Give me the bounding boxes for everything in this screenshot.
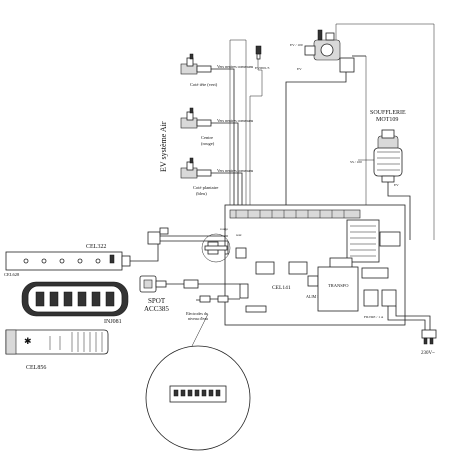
cel628-label: CEL628 — [4, 272, 20, 277]
wire-noir: noir — [236, 233, 242, 237]
blower-tag: SS / 100 — [350, 160, 362, 164]
cel856-label: CEL856 — [26, 365, 46, 371]
valve-bottom: Vers neutres communs Coté plantaire (ble… — [180, 157, 254, 196]
valve-middle-label-b: (rouge) — [201, 141, 215, 146]
cel141-label: CEL141 — [272, 285, 291, 291]
blower-motor-icon — [373, 129, 403, 183]
valve-bottom-text: Vers neutres communs — [217, 168, 254, 173]
alim-label: ALIM IN7 — [306, 294, 323, 299]
valve-top: Vers neutres communs Coté tête (vert) — [180, 53, 254, 87]
inj081-injector-panel — [21, 281, 129, 317]
electrodes-label-a: Electrodes de — [186, 311, 208, 316]
power-plug — [421, 329, 437, 345]
ev-pump: EV / 100 EV — [290, 29, 355, 73]
valve-middle-label-a: Centre — [201, 135, 213, 140]
spot-label-b: ACC385 — [144, 305, 169, 313]
blower-tag2: EV — [394, 183, 399, 187]
electrodes-label-b: niveau d'eau — [188, 316, 208, 321]
spot-light — [139, 275, 167, 293]
valve-top-text: Vers neutres communs — [217, 64, 254, 69]
cel322-label: CEL322 — [86, 244, 106, 250]
spot-label-a: SPOT — [148, 297, 166, 305]
small-valve-label: EV0001/3 — [255, 66, 270, 70]
blower-title: SOUFFLERIE — [370, 110, 406, 116]
valve-top-label: Coté tête (vert) — [190, 82, 218, 87]
valve-bottom-label-b: (bleu) — [196, 191, 207, 196]
valve-middle: Vers neutres communs Centre (rouge) — [180, 107, 254, 146]
water-level-electrodes — [196, 295, 240, 303]
snowflake-fan-icon: ✱ — [24, 336, 32, 346]
inj081-label: INJ081 — [104, 319, 122, 325]
cel856-panel: ✱ — [5, 329, 109, 355]
power-label: 230V~ — [421, 351, 435, 356]
ev-pump-tag: EV / 100 — [290, 43, 303, 47]
valve-middle-text: Vers neutres communs — [217, 118, 254, 123]
header-label: FILTRE / 1 A — [364, 315, 384, 319]
blower-code: MOT109 — [376, 117, 398, 123]
ev-pump-tag2: EV — [297, 67, 302, 71]
valve-bottom-label-a: Coté plantaire — [193, 185, 218, 190]
small-valve: EV0001/3 — [255, 45, 270, 70]
cel322-keypad — [5, 251, 131, 271]
wire-rouge: rouge — [220, 227, 228, 231]
transformer: TRANSFO — [317, 266, 359, 312]
dip-switch-zoom — [145, 345, 251, 451]
main-board: FILTRE / 1 A ALIM IN7 — [224, 204, 406, 326]
ev-system-title: EV système Air — [159, 121, 168, 172]
transfo-label: TRANSFO — [328, 283, 349, 288]
